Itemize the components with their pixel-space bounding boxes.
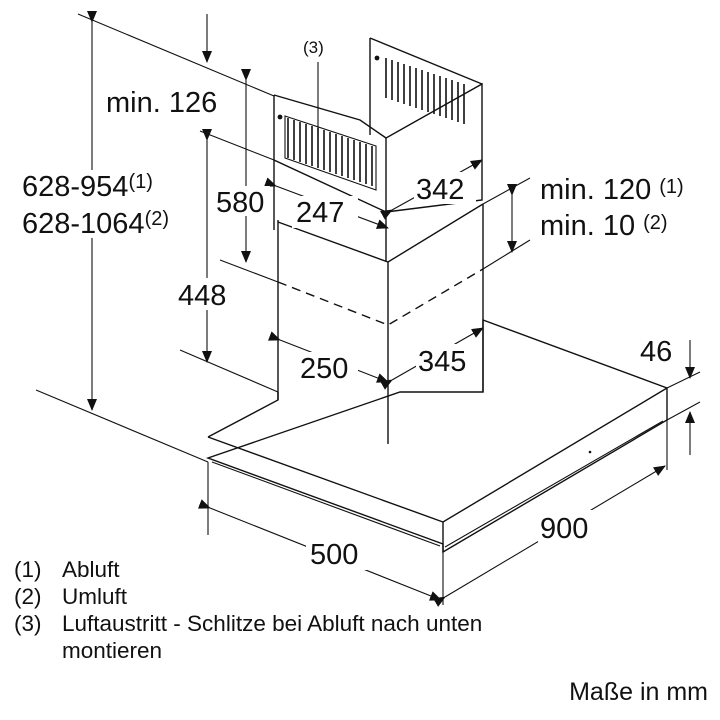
dimension-labels: 628-954(1) 628-1064(2) min. 126 580 448 … <box>16 38 684 571</box>
overlap-umluft-ref: (2) <box>643 212 667 234</box>
svg-text:628-1064(2): 628-1064(2) <box>22 208 169 240</box>
upper-chimney-depth-label: 342 <box>416 174 464 206</box>
lower-chimney-width-label: 250 <box>300 353 348 385</box>
legend-number: (2) <box>14 584 42 609</box>
lower-chimney-depth-label: 345 <box>418 346 466 378</box>
units-label: Maße in mm <box>569 678 708 706</box>
legend-number: (1) <box>14 557 42 582</box>
svg-text:min. 120(1): min. 120 (1) <box>540 174 684 206</box>
lower-chimney-height-label: 448 <box>178 280 226 312</box>
legend-item: (1) Abluft <box>14 556 574 583</box>
legend-text: Luftaustritt - Schlitze bei Abluft nach … <box>62 611 483 663</box>
overlap-umluft-label: min. 10 <box>540 210 635 242</box>
rear-vent-slots <box>385 58 465 124</box>
min-top-label: min. 126 <box>106 87 217 119</box>
total-height-abluft: 628-954 <box>22 171 128 203</box>
lower-chimney <box>277 203 484 444</box>
overlap-abluft-label: min. 120 <box>540 174 651 206</box>
total-height-abluft-ref: (1) <box>128 171 152 193</box>
air-outlet-callout: (3) <box>303 38 324 57</box>
legend-item: (2) Umluft <box>14 583 574 610</box>
legend-item: (3) Luftaustritt - Schlitze bei Abluft n… <box>14 610 574 664</box>
svg-text:628-954(1): 628-954(1) <box>22 171 153 203</box>
svg-text:min. 10(2): min. 10 (2) <box>540 210 668 242</box>
overlap-abluft-ref: (1) <box>659 176 683 198</box>
legend-text: Umluft <box>62 584 128 609</box>
legend: (1) Abluft (2) Umluft (3) Luftaustritt -… <box>14 556 574 664</box>
canopy-depth-label: 500 <box>310 539 358 571</box>
canopy-thickness-label: 46 <box>640 336 672 368</box>
front-vent-slots <box>284 115 377 191</box>
upper-chimney-width-label: 247 <box>296 197 344 229</box>
total-height-umluft: 628-1064 <box>22 208 145 240</box>
legend-text: Abluft <box>62 557 120 582</box>
upper-chimney-height-label: 580 <box>216 187 264 219</box>
canopy-width-label: 900 <box>540 513 588 545</box>
total-height-umluft-ref: (2) <box>145 208 169 230</box>
legend-number: (3) <box>14 611 42 636</box>
